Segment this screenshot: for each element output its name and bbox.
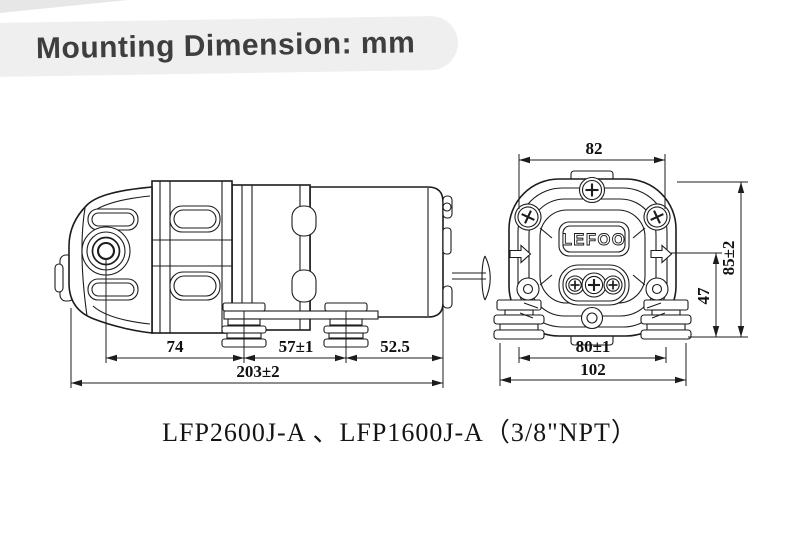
dim-label-52-5: 52.5: [380, 337, 410, 356]
outlet-arrow-icon: [650, 244, 673, 264]
side-view: 74 57±1 52.5 203±2: [54, 180, 491, 388]
dim-label-80: 80±1: [576, 337, 611, 356]
screw-lower-left: [516, 277, 540, 301]
dim-label-82: 82: [586, 139, 603, 158]
dim-label-47: 47: [694, 287, 713, 305]
front-view: LEFOO: [493, 139, 748, 386]
side-view-port-circles: [81, 226, 131, 276]
front-foot-left: [493, 299, 545, 340]
side-view-dimensions: 74 57±1 52.5 203±2: [70, 258, 444, 388]
front-view-port-screws: [558, 264, 630, 306]
screw-upper-left: [514, 203, 542, 231]
screw-top-center: [578, 176, 606, 204]
inlet-arrow-icon: [509, 244, 532, 264]
dim-label-203: 203±2: [236, 362, 279, 381]
lefoo-logo-text: LEFOO: [562, 231, 626, 249]
side-view-clamp-section: [151, 180, 233, 334]
dim-label-57: 57±1: [279, 337, 314, 356]
screw-bottom-center: [580, 306, 604, 330]
screw-lower-right: [645, 277, 669, 301]
side-view-shaft-wire: [452, 255, 491, 301]
front-view-screws: [514, 176, 671, 330]
front-view-dimensions: 82 85±2 47 80±1 102: [499, 139, 748, 386]
lefoo-logo: LEFOO: [558, 221, 630, 257]
dim-label-85: 85±2: [719, 241, 738, 276]
screw-upper-right: [643, 203, 671, 231]
side-view-pump-head: [54, 186, 153, 334]
front-view-feet: [493, 299, 692, 340]
model-caption: LFP2600J-A 、LFP1600J-A（3/8"NPT）: [162, 418, 638, 447]
dim-label-74: 74: [167, 337, 185, 356]
dim-label-102: 102: [580, 360, 606, 379]
flow-arrows: [509, 244, 673, 264]
front-foot-right: [640, 299, 692, 340]
side-view-motor: [309, 186, 453, 318]
